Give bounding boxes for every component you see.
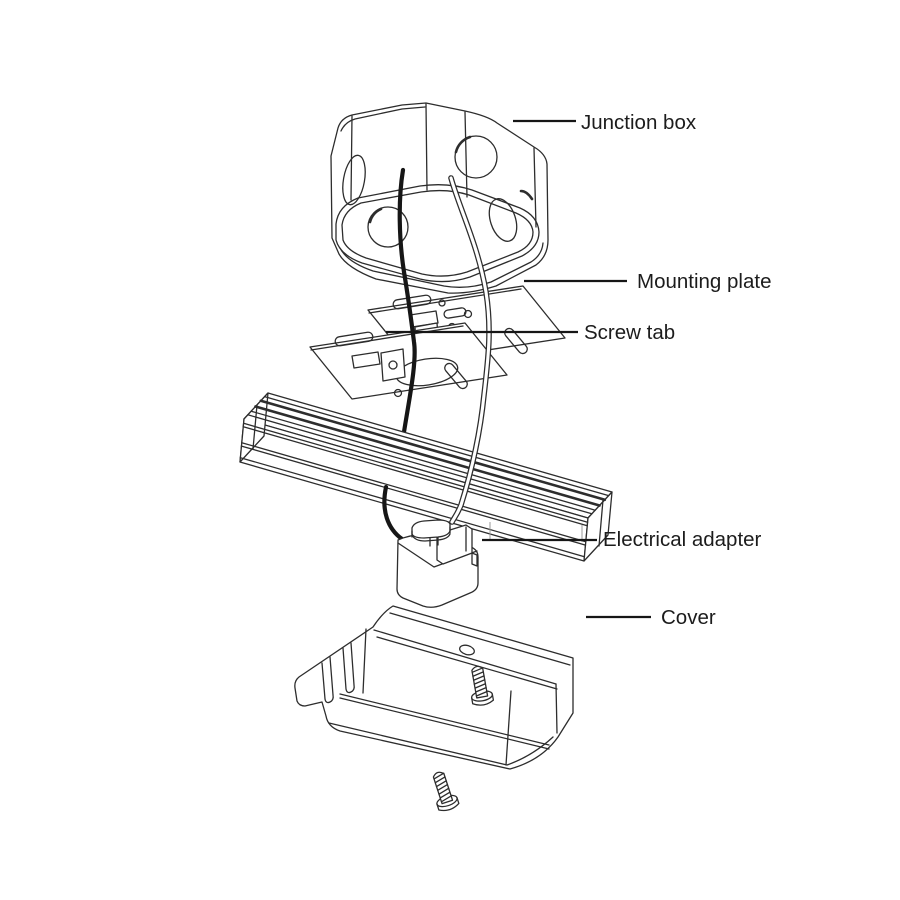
label-cover: Cover: [661, 606, 716, 629]
electrical-adapter: [396, 519, 583, 608]
cover-outline: [294, 605, 574, 770]
label-junction-box: Junction box: [581, 111, 697, 134]
cover: [294, 605, 574, 770]
label-screw-tab: Screw tab: [584, 321, 675, 344]
knockout-hole-left: [342, 154, 366, 206]
adapter-side-tab: [471, 552, 478, 567]
track-grooves: [239, 395, 610, 558]
adapter-connector-head: [411, 519, 451, 539]
cover-notches: [321, 642, 355, 704]
callouts: Junction box Mounting plate Screw tab El…: [386, 111, 771, 629]
cover-screw: [470, 665, 495, 706]
tab-cutout: [351, 351, 381, 369]
track-right-end: [583, 491, 613, 562]
plate-hole: [438, 299, 446, 307]
junction-box-outline: [330, 102, 549, 294]
track-rail: [239, 392, 613, 562]
screw-tab-lower: [380, 348, 406, 382]
white-wire: [448, 175, 492, 525]
junction-box-facet-lines: [340, 103, 537, 228]
plate-slot: [444, 362, 468, 390]
black-wire-lower: [382, 484, 405, 542]
plate-slot: [504, 327, 528, 355]
junction-box: [330, 102, 549, 294]
plate-hole: [393, 388, 403, 398]
plate-hole: [463, 309, 473, 319]
black-wire-upper: [397, 167, 417, 435]
knockout-hole-top-right: [454, 135, 498, 179]
secondary-mounting-plate: [309, 322, 508, 400]
label-mounting-plate: Mounting plate: [637, 270, 771, 293]
knockout-hole-right-inner: [488, 198, 518, 242]
knockout-hole-front: [367, 206, 409, 248]
junction-box-mouth: [335, 184, 544, 288]
label-electrical-adapter: Electrical adapter: [603, 528, 762, 551]
cover-screw-hole: [459, 644, 475, 656]
plate-slot: [392, 294, 432, 310]
plate-slot: [334, 331, 374, 347]
cover-creases: [328, 612, 571, 766]
knockout-holes: [342, 135, 534, 248]
bottom-screw: [432, 771, 460, 812]
